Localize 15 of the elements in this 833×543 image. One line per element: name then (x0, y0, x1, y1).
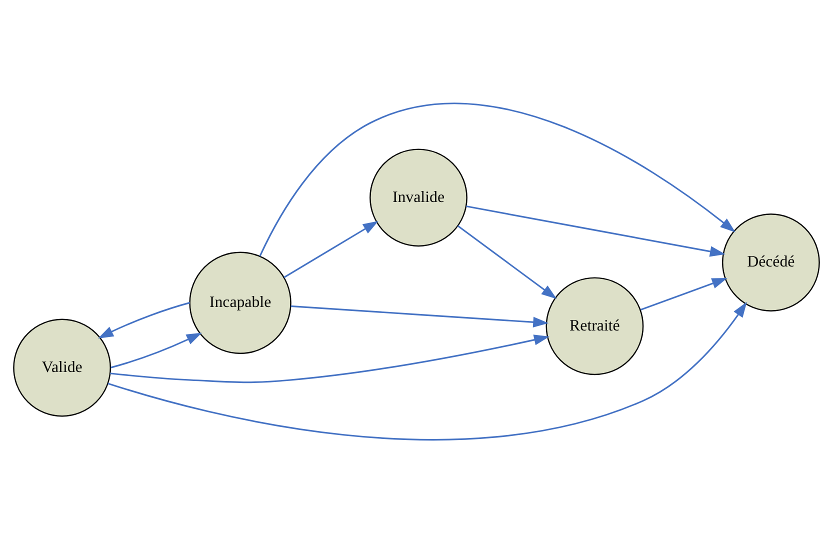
arrow (284, 220, 378, 278)
arrow (259, 103, 736, 257)
arrow (457, 225, 557, 299)
arrow (108, 302, 747, 440)
arrow (466, 205, 726, 257)
arrow (110, 334, 550, 384)
arrow (640, 278, 728, 310)
arrow (110, 332, 202, 368)
node-circle: Décédé (722, 214, 820, 312)
arrow (290, 305, 549, 328)
arrow (98, 302, 190, 338)
node-circle: Invalide (370, 148, 468, 247)
node-circle: Incapable (189, 252, 292, 354)
node-circle: Retraité (546, 277, 644, 376)
node-circle: Valide (13, 318, 112, 417)
